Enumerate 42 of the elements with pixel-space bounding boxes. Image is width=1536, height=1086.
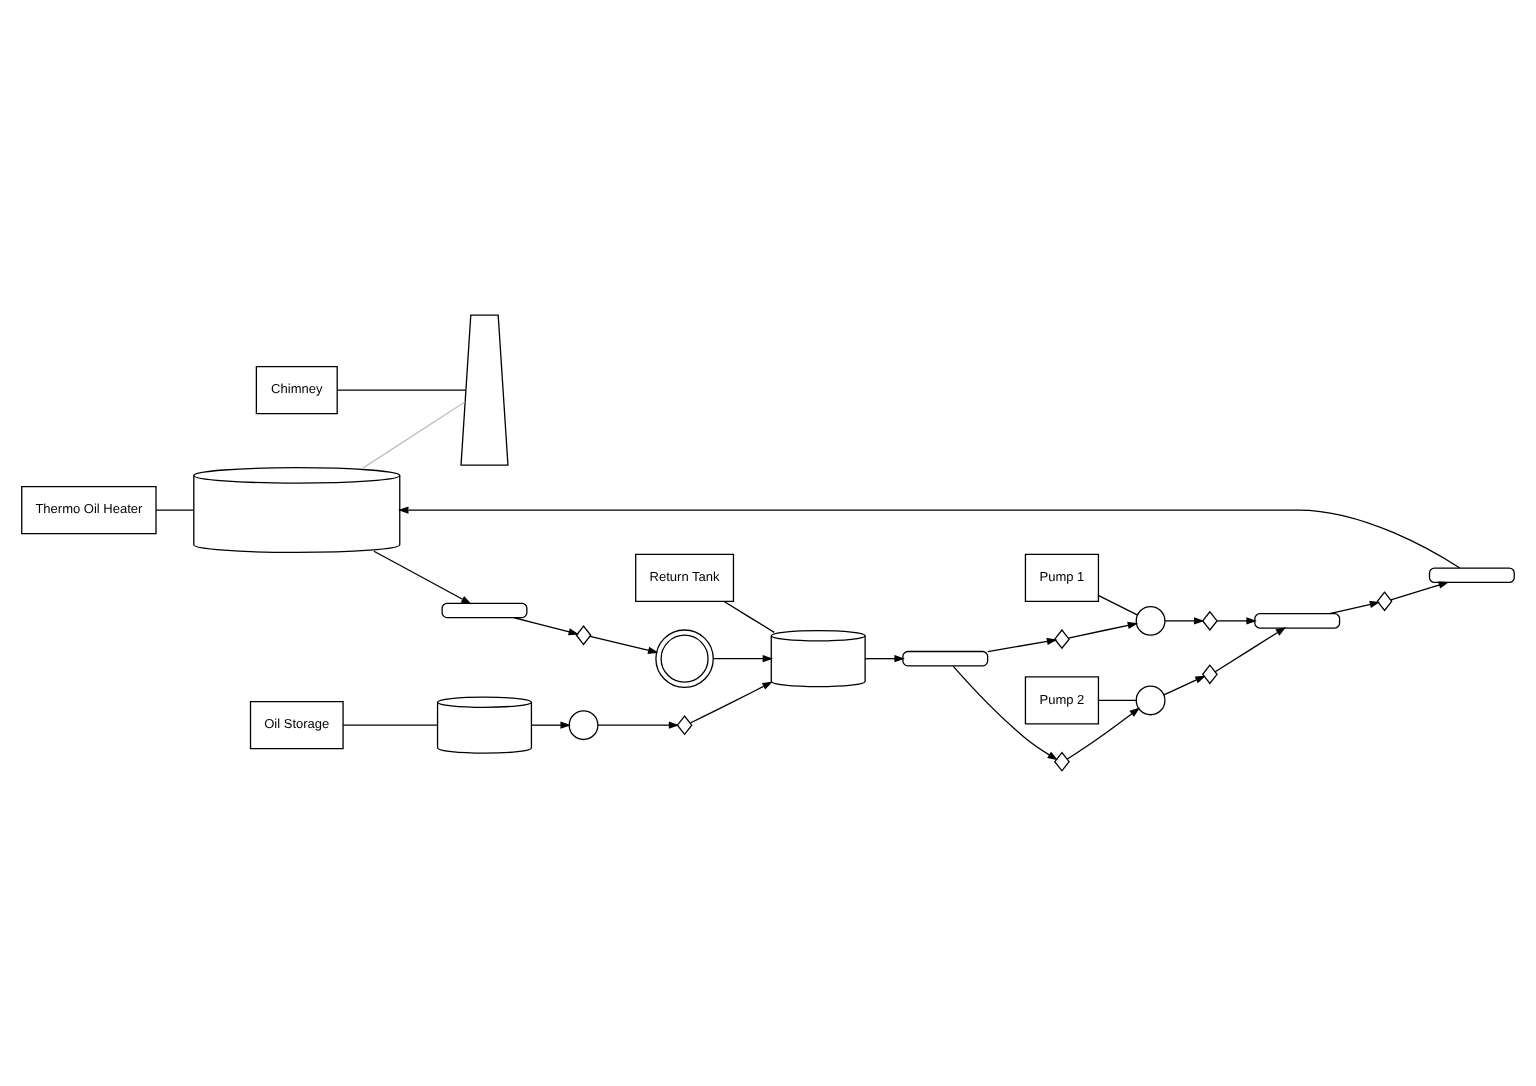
arrow [864,655,905,663]
node-valve [575,625,592,646]
arrow [1390,581,1450,601]
node-valve [1376,591,1393,612]
node-valve [1201,610,1218,632]
connector [342,724,438,726]
node-chimney [460,314,509,466]
connector [723,600,775,633]
arrow [513,617,579,636]
arrow [1328,600,1381,615]
arrow [1216,617,1257,625]
node-valve [1201,664,1218,685]
arrow [1066,707,1141,760]
node-header [441,602,528,619]
arrow [531,721,571,729]
arrow [1067,621,1139,639]
node-header [1254,613,1341,629]
node-valve [1053,751,1070,772]
arrow [952,665,1058,761]
node-pump [568,710,599,741]
arrow [589,635,659,654]
node-reactor [655,629,714,688]
connector [1098,594,1138,616]
connector [1098,699,1137,702]
arrow [689,681,773,724]
node-header [902,650,989,667]
node-valve [1053,628,1070,650]
arrow [1214,627,1287,673]
arrow [1163,675,1206,696]
arrow [373,550,472,605]
connector [336,389,467,391]
node-pump [1135,685,1166,716]
arrow [398,506,1461,569]
arrow [987,637,1058,653]
connector [362,401,466,469]
arrow [597,721,680,729]
node-pump [1135,605,1166,636]
node-valve [676,715,693,736]
node-header [1428,567,1515,584]
connector [155,509,195,511]
arrow [1164,617,1205,625]
arrow [713,655,774,663]
